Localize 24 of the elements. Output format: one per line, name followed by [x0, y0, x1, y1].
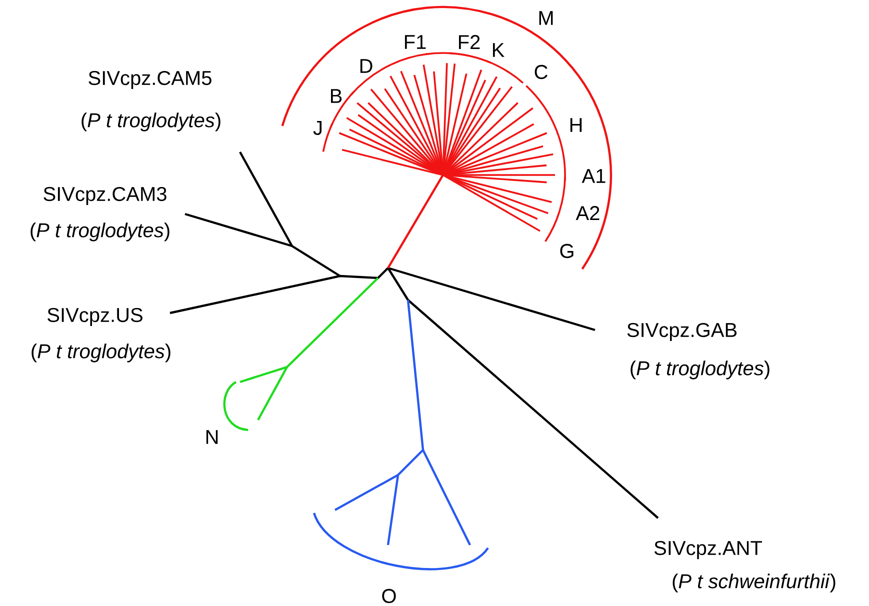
- strain-label: SIVcpz.CAM3: [44, 186, 166, 206]
- clade-letter: K: [492, 43, 504, 57]
- clade-letter: C: [534, 64, 548, 80]
- strain-label: SIVcpz.GAB: [627, 322, 737, 342]
- clade-letter: F2: [458, 35, 480, 49]
- clade-letter: B: [330, 89, 342, 103]
- host-species-label: (P t troglodytes): [30, 222, 170, 242]
- clade-letter: M: [539, 11, 553, 25]
- clade-letter: D: [360, 59, 372, 73]
- strain-label: SIVcpz.CAM5: [88, 70, 212, 90]
- clade-letter: G: [560, 244, 574, 258]
- host-species-label: (P t troglodytes): [32, 344, 170, 362]
- clade-letter: A1: [582, 169, 606, 183]
- clade-letter: A2: [576, 206, 600, 220]
- strain-label: SIVcpz.ANT: [654, 540, 762, 560]
- clade-letter: H: [570, 118, 582, 132]
- host-species-label: (P t schweinfurthii): [672, 574, 836, 592]
- clade-letter: N: [206, 430, 218, 444]
- host-species-label: (P t troglodytes): [82, 112, 220, 132]
- strain-label: SIVcpz.US: [48, 308, 142, 326]
- host-species-label: (P t troglodytes): [630, 360, 770, 380]
- clade-letter: F1: [404, 35, 426, 49]
- clade-letter: J: [313, 121, 322, 135]
- clade-letter: O: [382, 588, 396, 604]
